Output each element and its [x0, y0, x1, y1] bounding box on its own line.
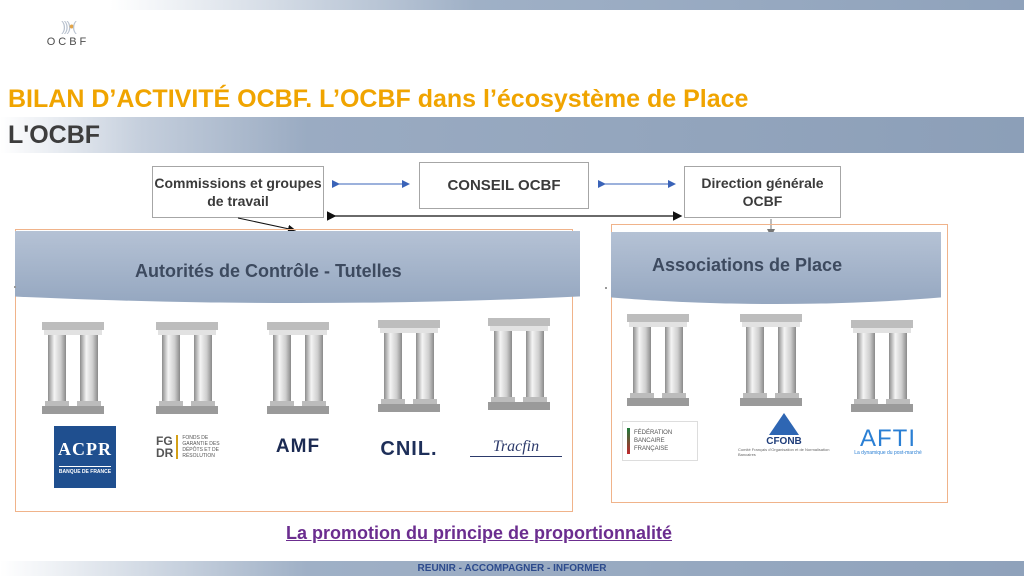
footer-text: REUNIR - ACCOMPAGNER - INFORMER — [417, 563, 607, 574]
pillar-icon — [378, 320, 440, 412]
acpr-logo-sub: BANQUE DE FRANCE — [58, 466, 112, 475]
arrow-commissions-left — [237, 217, 296, 233]
fbf-logo-bar — [627, 428, 630, 454]
fgdr-logo-text: FONDS DE GARANTIE DES DÉPÔTS ET DE RÉSOL… — [182, 435, 220, 459]
cfonb-logo: CFONB Comité Français d'Organisation et … — [738, 410, 830, 460]
tracfin-logo: Tracfin — [470, 437, 562, 457]
conseil-box: CONSEIL OCBF — [419, 162, 589, 209]
decor-dot — [14, 286, 16, 288]
afti-logo-name: AFTI — [860, 425, 916, 452]
authorities-frame — [15, 229, 573, 512]
page-subtitle: L'OCBF — [8, 121, 101, 149]
acpr-logo-name: ACPR — [58, 439, 112, 459]
top-decor-band — [110, 0, 1024, 10]
direction-box: Direction générale OCBF — [684, 166, 841, 218]
cfonb-logo-name: CFONB — [766, 436, 802, 447]
cfonb-logo-sub: Comité Français d'Organisation et de Nor… — [738, 447, 830, 457]
fgdr-logo: FG DR FONDS DE GARANTIE DES DÉPÔTS ET DE… — [156, 430, 228, 464]
subtitle-band — [0, 117, 1024, 153]
commissions-box: Commissions et groupes de travail — [152, 166, 324, 218]
fbf-logo: FÉDÉRATION BANCAIRE FRANÇAISE — [622, 421, 698, 461]
afti-logo: AFTI La dynamique du post-marché — [838, 425, 938, 459]
page-title: BILAN D’ACTIVITÉ OCBF. L’OCBF dans l’éco… — [8, 85, 749, 113]
logo-waves-icon: )))•( — [61, 18, 76, 34]
associations-frame — [611, 224, 948, 503]
authorities-title: Autorités de Contrôle - Tutelles — [135, 261, 402, 281]
authorities-banner: Autorités de Contrôle - Tutelles — [15, 231, 580, 303]
pillar-icon — [267, 322, 329, 414]
pillar-icon — [42, 322, 104, 414]
cnil-logo: CNIL. — [380, 437, 438, 460]
decor-dot — [605, 287, 607, 289]
ocbf-logo: )))•( OCBF — [28, 18, 108, 70]
acpr-logo: ACPR BANQUE DE FRANCE — [54, 426, 116, 488]
amf-logo: AMF — [275, 436, 321, 457]
pillar-icon — [488, 318, 550, 410]
pillar-icon — [740, 314, 802, 406]
pillar-icon — [851, 320, 913, 412]
fgdr-logo-mark: FG DR — [156, 435, 179, 459]
cfonb-triangle-icon — [769, 413, 799, 435]
afti-logo-sub: La dynamique du post-marché — [854, 450, 922, 456]
associations-banner: Associations de Place — [611, 232, 941, 304]
pillar-icon — [627, 314, 689, 406]
pillar-icon — [156, 322, 218, 414]
fbf-logo-text: FÉDÉRATION BANCAIRE FRANÇAISE — [633, 430, 673, 452]
associations-title: Associations de Place — [652, 255, 843, 275]
logo-name: OCBF — [46, 36, 90, 48]
promo-link[interactable]: La promotion du principe de proportionna… — [286, 523, 672, 543]
footer-band: REUNIR - ACCOMPAGNER - INFORMER — [0, 561, 1024, 576]
